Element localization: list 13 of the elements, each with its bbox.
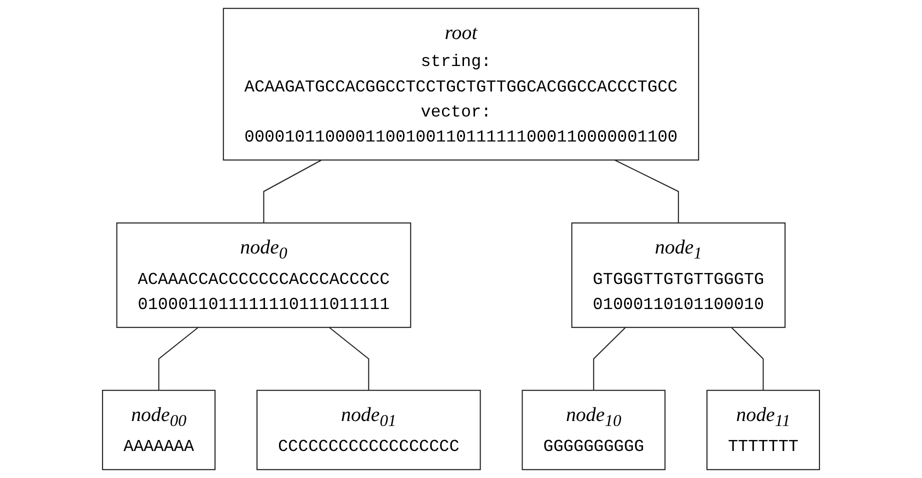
connector [593,327,626,390]
node-box: node$_{0}$ ACAAACCACCCCCCCACCCACCCCC 0100011011111110111011111 [116,222,412,328]
node-box: node$_{00}$ AAAAAAA [102,390,216,470]
connector [158,326,199,390]
connector [328,326,370,390]
node-box: node$_{1}$ GTGGGTTGTGTTGGGTG 01000110101100010 [571,222,786,328]
node-box: root string: ACAAGATGCCACGGCCTCCTGCTGTTGGCACGGCCACCCTGCC vector: 0000101100001100100110111111000110000001100 [222,8,700,161]
node-box: node$_{11}$ TTTTTTT [706,390,820,470]
connector [263,160,322,223]
node-box: node$_{10}$ GGGGGGGGGG [522,390,666,470]
node-box: node$_{01}$ CCCCCCCCCCCCCCCCCC [256,390,481,470]
connector [730,327,764,390]
connector [614,160,679,223]
